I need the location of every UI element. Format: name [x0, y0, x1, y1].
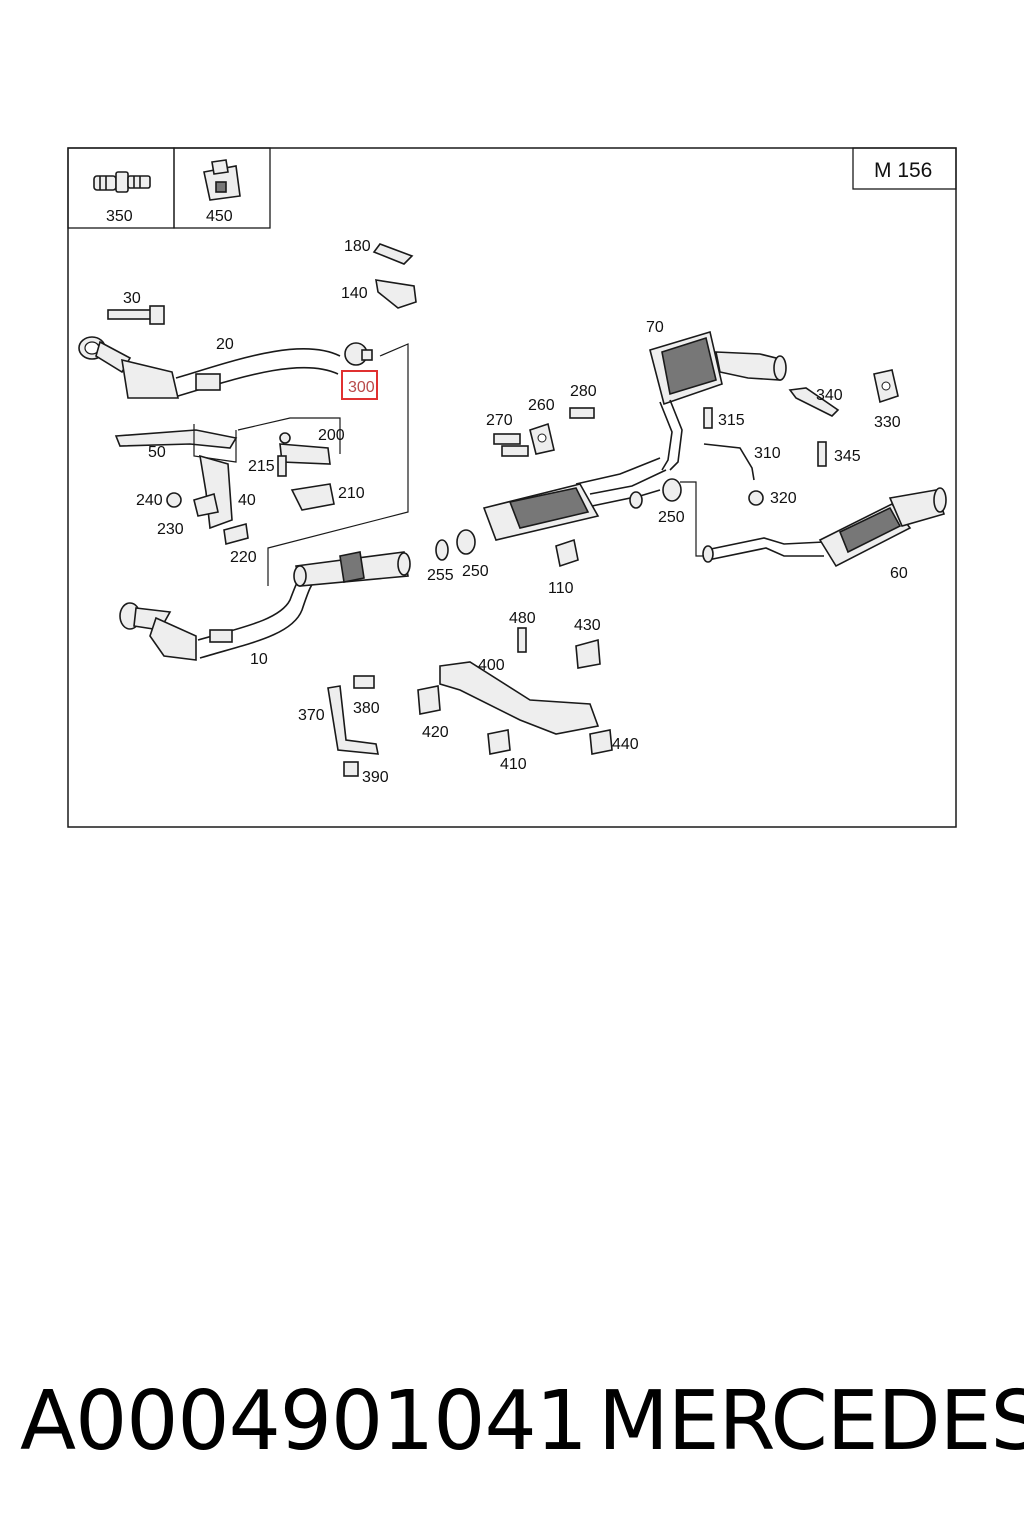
clip-420	[417, 685, 441, 715]
hanger-330-hole	[881, 381, 891, 391]
bracket-50	[114, 429, 238, 449]
leader-300	[267, 343, 409, 586]
clip-410	[487, 729, 511, 755]
gasket-255	[435, 539, 449, 561]
inset-part-450-icon	[203, 159, 241, 201]
label-50: 50	[148, 444, 166, 461]
diagram-frame	[67, 147, 957, 828]
bracket-40	[199, 454, 233, 530]
clamp-300	[344, 342, 373, 366]
label-40: 40	[238, 492, 256, 509]
label-110: 110	[548, 580, 574, 597]
label-240: 240	[136, 492, 163, 509]
label-440: 440	[612, 736, 639, 753]
label-370: 370	[298, 707, 325, 724]
bolt-345	[817, 441, 827, 467]
hanger-260-hole	[537, 433, 547, 443]
bolt-390	[343, 761, 359, 777]
label-30: 30	[123, 290, 141, 307]
part-number: A0004901041	[20, 1374, 588, 1469]
bracket-200	[279, 443, 331, 465]
label-255: 255	[427, 567, 454, 584]
label-210: 210	[338, 485, 365, 502]
label-250-rear: 250	[658, 509, 685, 526]
bolt-30	[107, 305, 165, 325]
label-260: 260	[528, 397, 555, 414]
bracket-210	[290, 483, 335, 511]
leader-200-box	[237, 417, 341, 454]
label-10: 10	[250, 651, 268, 668]
inset-label-450: 450	[206, 208, 233, 225]
label-70: 70	[646, 319, 664, 336]
label-320: 320	[770, 490, 797, 507]
inset-label-350: 350	[106, 208, 133, 225]
label-430: 430	[574, 617, 601, 634]
washer-240	[166, 492, 182, 508]
plate-180	[372, 243, 414, 265]
bracket-370	[327, 685, 379, 755]
bolt-215	[277, 455, 287, 477]
rear-muffler-60	[702, 487, 947, 568]
clip-430	[575, 638, 601, 669]
label-420: 420	[422, 724, 449, 741]
inset-box-450	[173, 147, 271, 229]
label-310: 310	[754, 445, 781, 462]
label-300: 300	[348, 379, 375, 396]
connector-pipes	[293, 551, 411, 587]
label-215: 215	[248, 458, 275, 475]
label-200: 200	[318, 427, 345, 444]
front-pipe-lower-10	[119, 569, 321, 661]
nut-200	[279, 432, 291, 444]
label-280: 280	[570, 383, 597, 400]
bushing-270	[493, 433, 521, 445]
label-340: 340	[816, 387, 843, 404]
label-20: 20	[216, 336, 234, 353]
nut-320	[748, 490, 764, 506]
label-380: 380	[353, 700, 380, 717]
label-400: 400	[478, 657, 505, 674]
clamp-250-front	[456, 529, 476, 555]
caption: A0004901041 MERCEDES	[0, 1372, 1024, 1482]
label-60: 60	[890, 565, 908, 582]
label-315: 315	[718, 412, 745, 429]
bolt-380	[353, 675, 375, 689]
center-muffler	[482, 457, 667, 541]
clamp-110	[555, 538, 579, 568]
inset-part-350-icon	[93, 171, 151, 193]
leader-50	[193, 424, 237, 463]
rear-muffler-70	[649, 330, 787, 471]
clamp-250-rear	[662, 478, 682, 502]
label-180: 180	[344, 238, 371, 255]
front-pipe-upper-20	[78, 336, 341, 399]
bracket-400	[439, 661, 600, 735]
exhaust-parts-diagram: M 156 350 450 20 30 180 140	[67, 147, 957, 828]
clip-220	[223, 522, 249, 546]
label-270: 270	[486, 412, 513, 429]
label-220: 220	[230, 549, 257, 566]
bracket-140	[375, 279, 417, 309]
model-code-box	[852, 147, 957, 190]
clip-440	[589, 729, 613, 755]
bolt-315	[703, 407, 713, 429]
label-410: 410	[500, 756, 527, 773]
label-230: 230	[157, 521, 184, 538]
bracket-340	[788, 387, 840, 417]
label-480: 480	[509, 610, 536, 627]
label-140: 140	[341, 285, 368, 302]
highlight-box-300	[341, 370, 378, 400]
label-250-front: 250	[462, 563, 489, 580]
label-390: 390	[362, 769, 389, 786]
plate-230	[193, 492, 219, 517]
bushing-270b	[501, 445, 529, 457]
bolt-480	[517, 627, 527, 653]
label-345: 345	[834, 448, 861, 465]
bracket-310	[703, 443, 755, 481]
bolt-280	[569, 407, 595, 419]
brand-name: MERCEDES	[598, 1374, 1024, 1469]
model-code: M 156	[874, 159, 932, 182]
label-330: 330	[874, 414, 901, 431]
